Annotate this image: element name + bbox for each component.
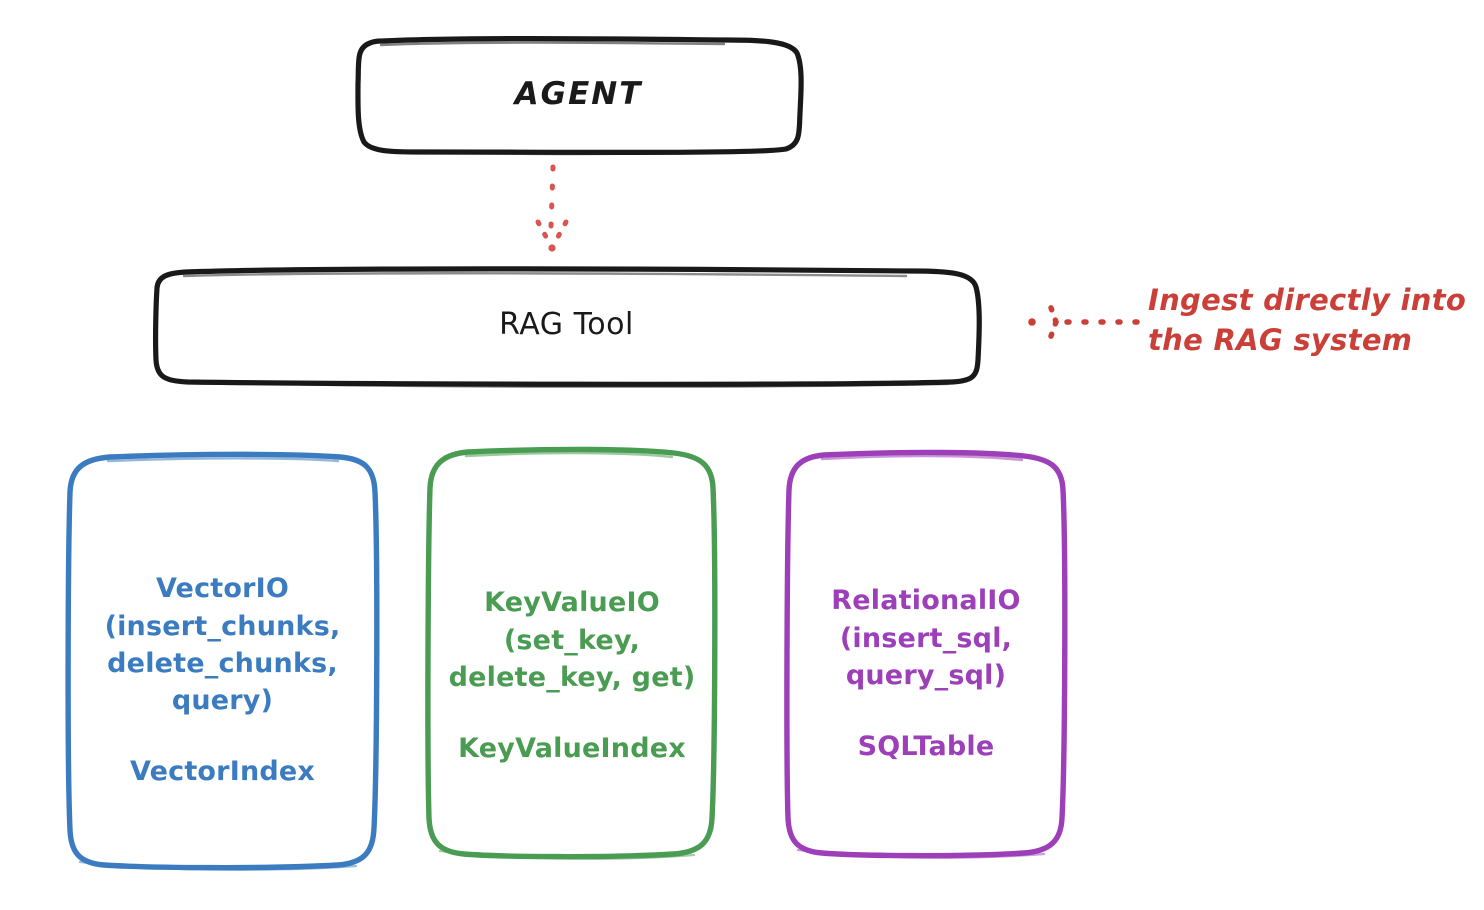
key-value-io-box-sketch2 xyxy=(438,849,696,860)
relational-io-api-label: RelationalIO (insert_sql, query_sql) xyxy=(831,585,1021,691)
rag-tool-node[interactable] xyxy=(152,266,982,389)
agent-to-rag-arrowhead-right xyxy=(550,219,569,249)
vector-io-box-sketch2 xyxy=(78,860,358,871)
vector-io-node[interactable] xyxy=(65,451,380,871)
relational-io-index-label: SQLTable xyxy=(857,731,995,762)
agent-to-rag-arrow-tip xyxy=(548,244,556,252)
key-value-io-card-text: KeyValueIO (set_key, delete_key, get) Ke… xyxy=(430,547,714,805)
agent-to-rag-arrowhead-left xyxy=(535,219,554,249)
vector-io-api-label: VectorIO (insert_chunks, delete_chunks, … xyxy=(104,573,341,716)
relational-io-card-text: RelationalIO (insert_sql, query_sql) SQL… xyxy=(788,545,1064,803)
vector-io-box-sketch xyxy=(106,457,340,463)
rag-tool-box-outline-sketch2 xyxy=(168,378,950,389)
key-value-io-node[interactable] xyxy=(425,446,718,860)
relational-io-box-sketch2 xyxy=(796,848,1046,859)
rag-tool-label: RAG Tool xyxy=(499,307,634,342)
key-value-io-index-label: KeyValueIndex xyxy=(458,733,686,764)
agent-node[interactable] xyxy=(355,36,804,156)
agent-label: AGENT xyxy=(514,76,643,112)
vector-io-box-outline xyxy=(65,451,380,871)
ingest-arrow xyxy=(1028,302,1140,342)
agent-box-outline-sketch xyxy=(379,41,726,47)
vector-io-card-text: VectorIO (insert_chunks, delete_chunks, … xyxy=(70,533,375,828)
relational-io-node[interactable] xyxy=(784,449,1068,859)
ingest-arrow-tip xyxy=(1028,318,1036,326)
ingest-arrow-head-bottom xyxy=(1047,319,1059,342)
agent-to-rag-arrow xyxy=(535,164,569,252)
key-value-io-api-label: KeyValueIO (set_key, delete_key, get) xyxy=(448,587,696,693)
key-value-io-box-outline xyxy=(425,446,718,860)
key-value-io-box-sketch xyxy=(464,451,674,459)
agent-to-rag-arrow-shaft xyxy=(548,164,556,231)
vector-io-index-label: VectorIndex xyxy=(129,756,316,788)
rag-tool-box-outline xyxy=(152,266,982,387)
relational-io-box-sketch xyxy=(820,454,1024,462)
ingest-annotation-text: Ingest directly into the RAG system xyxy=(1148,283,1467,358)
rag-tool-box-outline-sketch xyxy=(182,272,908,278)
relational-io-box-outline xyxy=(784,449,1068,859)
ingest-arrow-head-top xyxy=(1047,302,1059,325)
agent-box-outline-sketch2 xyxy=(370,147,778,156)
